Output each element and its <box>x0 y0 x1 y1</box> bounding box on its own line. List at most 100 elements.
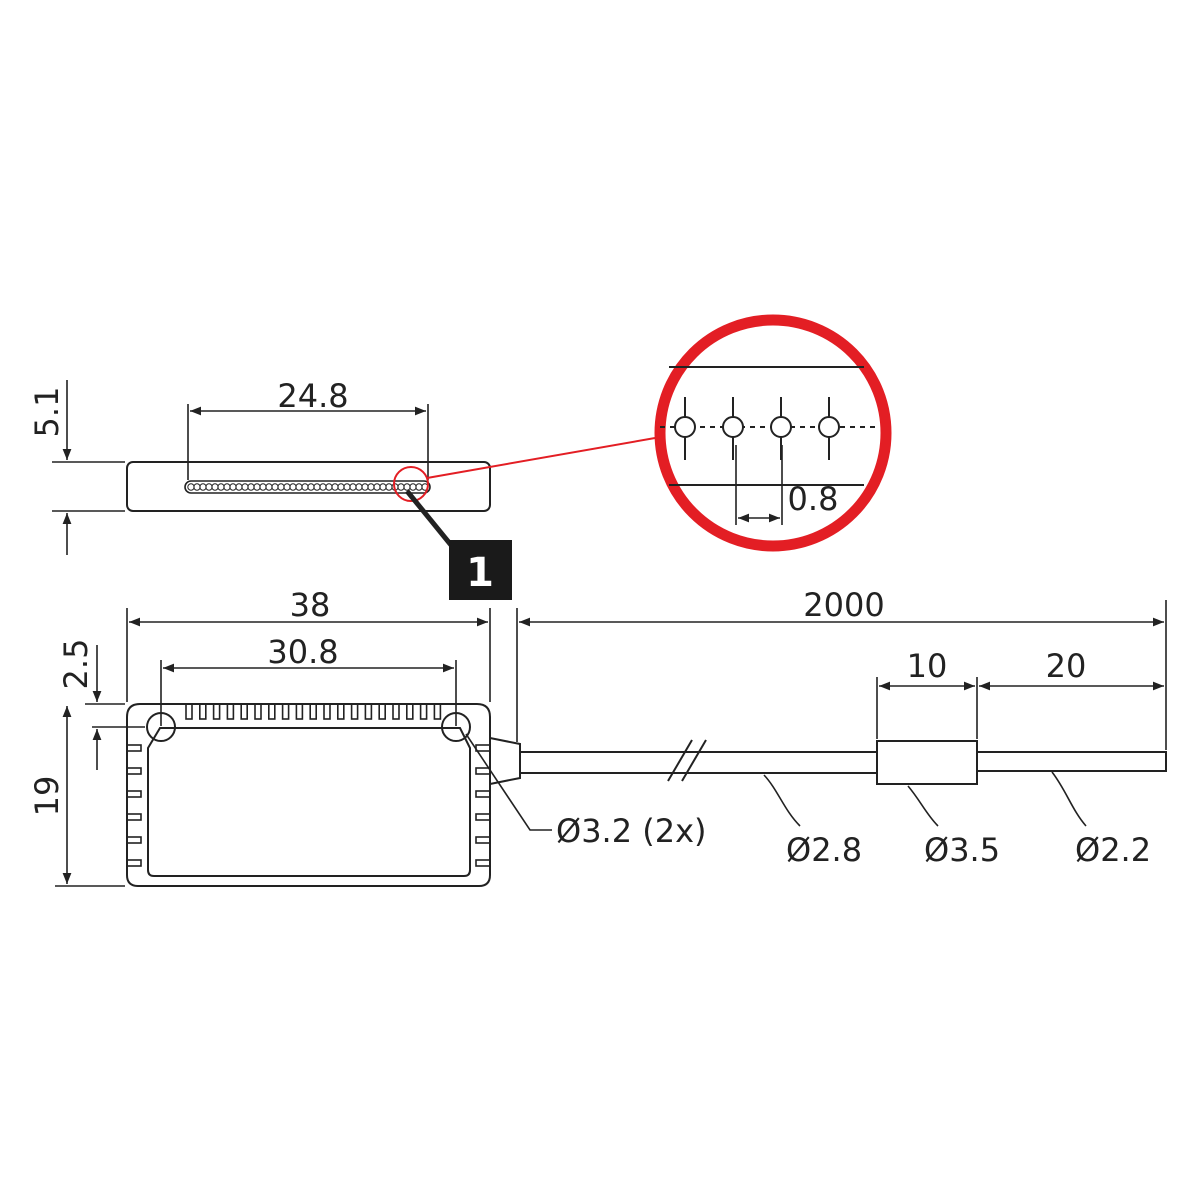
cable-sleeve <box>876 740 978 785</box>
leader-sleeve-dia <box>907 785 939 827</box>
fiber <box>235 483 243 491</box>
fiber <box>415 483 423 491</box>
fiber <box>271 483 279 491</box>
cooling-slots-side <box>126 744 491 867</box>
cooling-slot <box>336 703 345 720</box>
fiber <box>259 483 267 491</box>
dim-sleeve-length: 10 <box>907 647 948 685</box>
break-mark-1 <box>667 739 693 782</box>
fiber-core <box>770 416 792 438</box>
detail-leader <box>426 437 656 479</box>
cooling-slot-right <box>475 859 491 867</box>
cooling-slot-right <box>475 767 491 775</box>
fiber <box>265 483 273 491</box>
cooling-slot <box>240 703 248 720</box>
dim-top-width: 24.8 <box>277 377 348 415</box>
cooling-slot-right <box>475 790 491 798</box>
cooling-slot <box>295 703 304 720</box>
fiber <box>343 483 351 491</box>
dim-tip-length: 20 <box>1046 647 1087 685</box>
fiber <box>277 483 285 491</box>
fiber <box>253 483 261 491</box>
callout-sleeve-dia: Ø3.5 <box>924 831 1000 869</box>
dim-top-height: 5.1 <box>28 387 66 438</box>
leader-hole-dia <box>465 733 552 831</box>
fiber <box>409 483 417 491</box>
cable-tip <box>976 751 1167 772</box>
fiber <box>307 483 315 491</box>
fiber <box>355 483 363 491</box>
cooling-slot <box>364 703 373 720</box>
cooling-slot-right <box>475 744 491 752</box>
fiber <box>361 483 369 491</box>
cooling-slot <box>392 703 400 720</box>
cooling-slot <box>378 703 387 720</box>
cooling-slot <box>185 703 193 720</box>
fiber <box>331 483 339 491</box>
cooling-slot <box>267 703 276 720</box>
fiber <box>187 483 195 491</box>
detail-circle <box>654 314 892 552</box>
fiber <box>403 483 411 491</box>
callout-cable-dia: Ø2.8 <box>786 831 862 869</box>
cooling-slot <box>254 703 262 720</box>
dim-cable-length: 2000 <box>803 586 884 624</box>
fiber <box>319 483 327 491</box>
fiber <box>373 483 381 491</box>
leader-tip-dia <box>1051 771 1087 827</box>
fiber <box>229 483 237 491</box>
fiber <box>337 483 345 491</box>
callout-tip-dia: Ø2.2 <box>1075 831 1151 869</box>
fiber <box>205 483 213 491</box>
fiber <box>223 483 231 491</box>
cooling-slot <box>405 703 414 720</box>
dim-hole-offset: 2.5 <box>57 639 95 690</box>
cooling-slots-top <box>185 703 442 720</box>
badge-label: 1 <box>466 550 494 596</box>
fiber-array-outline <box>184 480 431 494</box>
detail-marker-circle <box>393 466 429 502</box>
fiber <box>217 483 225 491</box>
detail-view: 0.8 <box>654 314 892 552</box>
cooling-slot-left <box>126 813 142 821</box>
fiber-core <box>674 416 696 438</box>
leader-cable-dia <box>763 774 801 827</box>
fiber <box>325 483 333 491</box>
fiber <box>367 483 375 491</box>
fiber <box>379 483 387 491</box>
callout-hole-dia: Ø3.2 (2x) <box>556 812 707 850</box>
fiber <box>199 483 207 491</box>
badge-1 <box>449 540 512 600</box>
cooling-slot <box>281 703 290 720</box>
fiber-row <box>187 483 429 491</box>
cooling-slot <box>323 703 331 720</box>
cooling-slot <box>212 703 221 720</box>
fiber <box>283 483 291 491</box>
top-view-body <box>126 461 491 512</box>
sensor-body <box>126 703 491 887</box>
cooling-slot <box>309 703 318 720</box>
fiber <box>301 483 309 491</box>
dim-body-height: 19 <box>28 776 66 817</box>
fiber <box>241 483 249 491</box>
fiber <box>193 483 201 491</box>
front-view: 38 30.8 2.5 19 2000 10 20 Ø3.2 (2x) <box>28 586 1167 887</box>
fiber-core <box>818 416 840 438</box>
fiber-core <box>722 416 744 438</box>
fiber <box>295 483 303 491</box>
fiber <box>289 483 297 491</box>
cooling-slot <box>419 703 428 720</box>
break-mark-2 <box>681 739 707 782</box>
top-view: 24.8 5.1 1 <box>28 377 656 600</box>
cooling-slot <box>226 703 235 720</box>
detail-fibers <box>674 397 840 460</box>
cooling-slot <box>433 703 442 720</box>
cooling-slot <box>199 703 207 720</box>
cooling-slot-right <box>475 813 491 821</box>
cooling-slot-left <box>126 767 142 775</box>
fiber <box>397 483 405 491</box>
cooling-slot-left <box>126 744 142 752</box>
body-inner-window <box>147 727 471 877</box>
cooling-slot-right <box>475 836 491 844</box>
